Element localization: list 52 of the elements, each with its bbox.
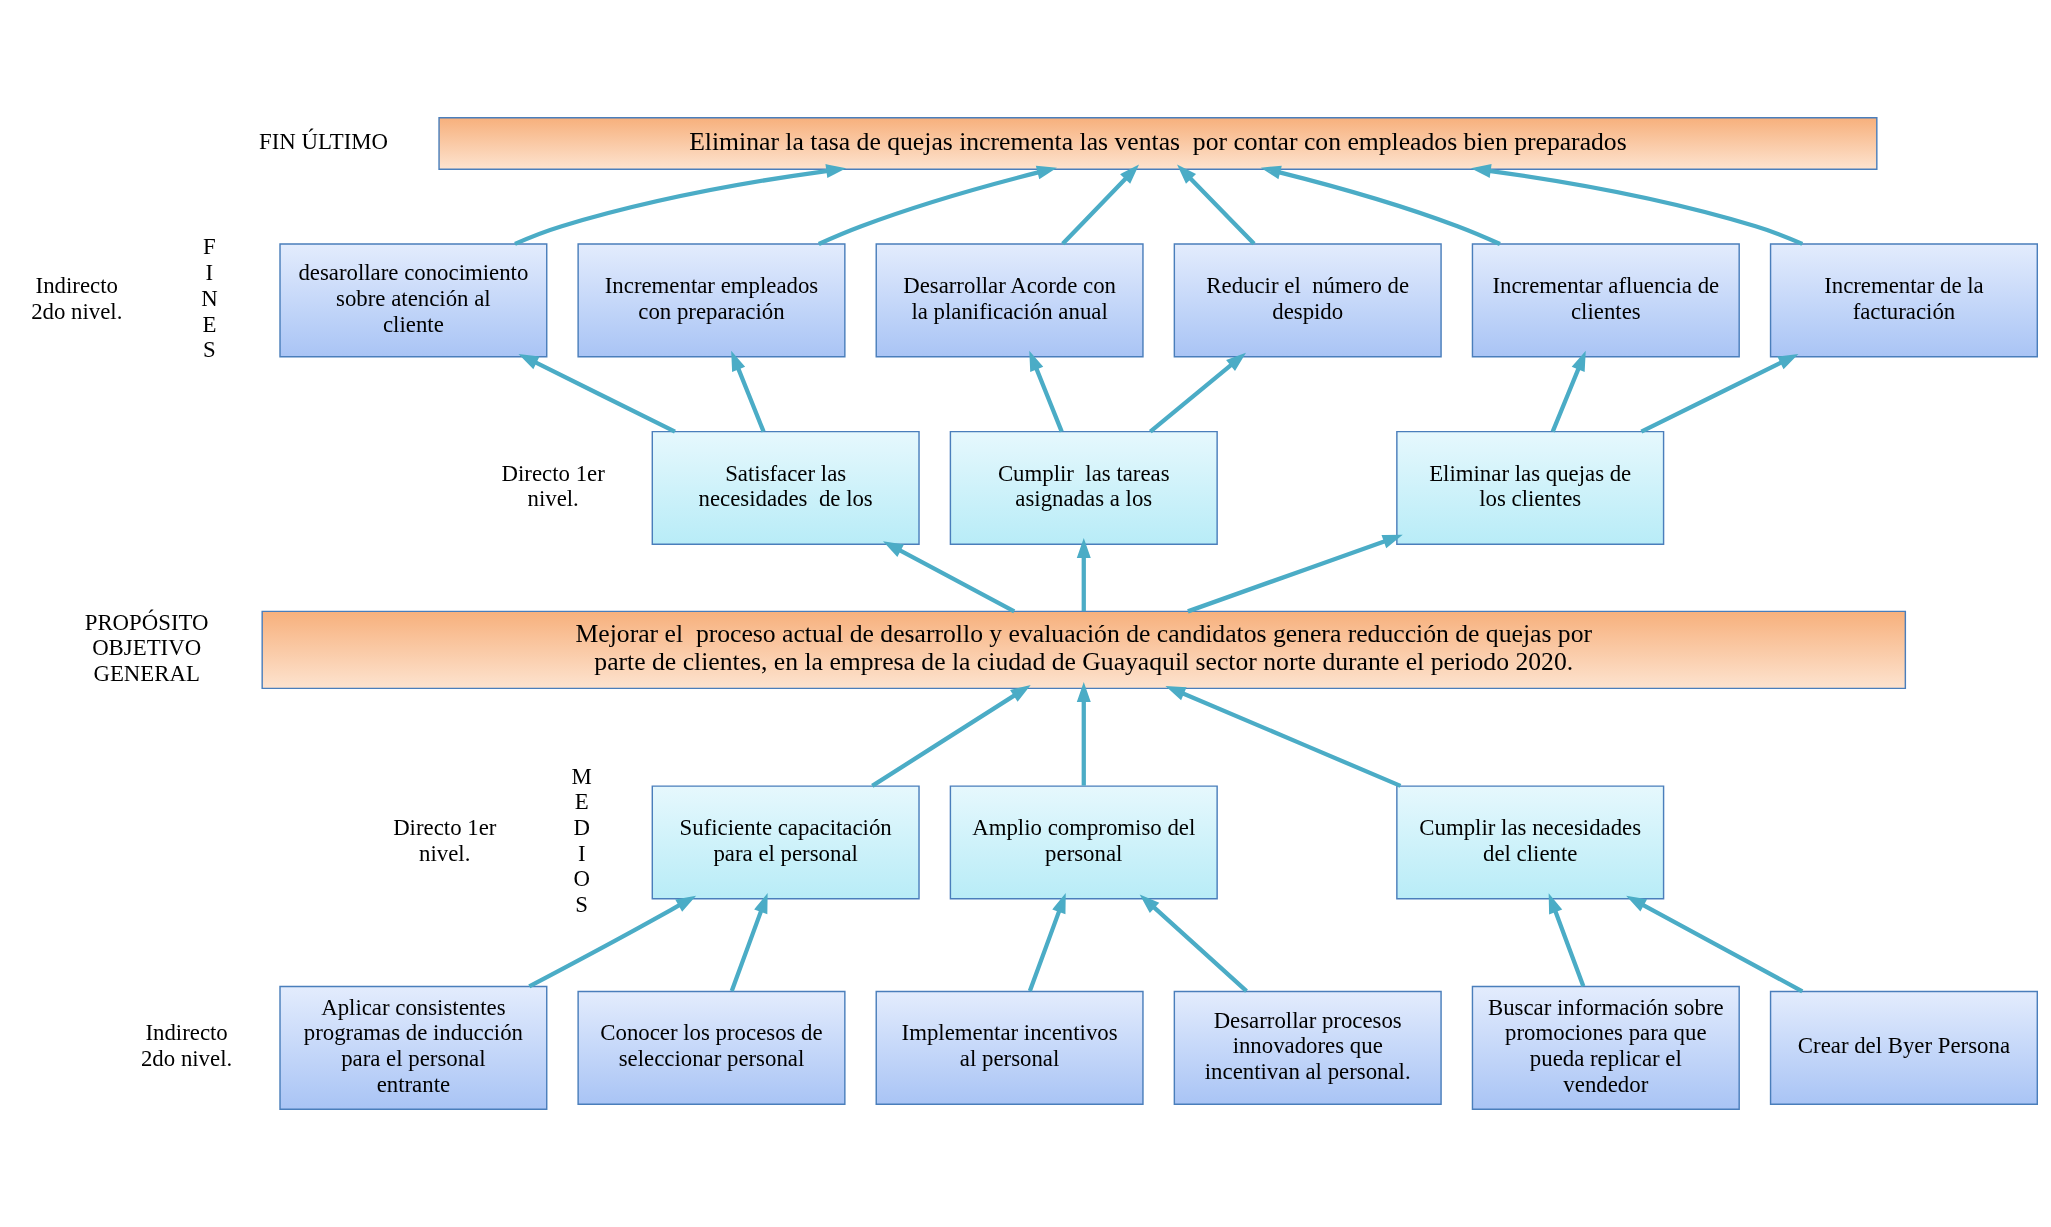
arrow <box>1176 164 1256 246</box>
arrow <box>1550 350 1586 433</box>
arrow <box>1028 350 1064 433</box>
node-box: Buscar información sobre promociones para que pueda replicar el vendedor <box>1471 985 1740 1110</box>
node-box: Eliminar la tasa de quejas incrementa las ventas por contar con empleados bien preparados <box>437 117 1878 170</box>
arrow <box>817 165 1057 246</box>
label: FIN ÚLTIMO <box>258 128 388 154</box>
label: Indirecto 2do nivel. <box>30 273 122 324</box>
arrow <box>517 354 676 434</box>
label: Directo 1er nivel. <box>501 460 605 512</box>
arrow <box>1060 164 1139 246</box>
node-box: Eliminar las quejas de los clientes <box>1395 430 1664 546</box>
node-box: Cumplir las tareas asignadas a los <box>949 430 1218 546</box>
node-box: Desarrollar procesos innovadores que incentivan al personal. <box>1173 990 1442 1105</box>
node-box: Amplio compromiso del personal <box>949 785 1218 900</box>
node-box: Incrementar empleados con preparación <box>576 243 846 358</box>
arrow <box>729 893 768 992</box>
arrow <box>1164 686 1401 788</box>
arrow <box>870 685 1031 788</box>
label: FINES <box>200 234 218 363</box>
arrow <box>730 350 766 433</box>
arrow <box>1470 164 1803 246</box>
arrow <box>1076 681 1091 786</box>
arrow <box>513 164 846 246</box>
arrow <box>1260 165 1501 246</box>
node-box: Implementar incentivos al personal <box>875 990 1144 1105</box>
node-box: Reducir el número de despido <box>1173 243 1442 358</box>
node-box: Suficiente capacitación para el personal <box>651 785 920 900</box>
label: Directo 1er nivel. <box>392 815 496 866</box>
node-box: Mejorar el proceso actual de desarrollo y evaluación de candidatos genera reducción de quejas por parte de clientes, en la empresa de la ciudad de Guayaquil sector norte durante el periodo 2020. <box>260 610 1906 690</box>
node-box: Aplicar consistentes programas de inducción para el personal entrante <box>278 985 547 1110</box>
arrow <box>1186 534 1403 614</box>
arrow <box>1625 895 1803 994</box>
arrow <box>1139 894 1248 993</box>
label: PROPÓSITO OBJETIVO GENERAL <box>84 609 209 686</box>
arrow <box>1148 352 1246 434</box>
arrow <box>1548 893 1585 987</box>
arrow <box>1027 893 1066 992</box>
node-box: Satisfacer las necesidades de los <box>651 430 920 546</box>
arrow <box>1639 354 1798 434</box>
node-box: desarollare conocimiento sobre atención al cliente <box>278 243 547 358</box>
arrow <box>527 895 696 989</box>
arrow <box>1076 538 1091 612</box>
node-box: Conocer los procesos de seleccionar personal <box>576 990 846 1105</box>
node-box: Cumplir las necesidades del cliente <box>1395 785 1664 900</box>
node-box: Desarrollar Acorde con la planificación anual <box>875 243 1144 358</box>
node-box: Incrementar afluencia de clientes <box>1471 243 1740 358</box>
node-box: Crear del Byer Persona <box>1769 990 2038 1105</box>
label: MEDIOS <box>571 763 592 918</box>
label: Indirecto 2do nivel. <box>140 1020 232 1072</box>
node-box: Incrementar de la facturación <box>1769 243 2038 358</box>
arrow <box>882 541 1015 614</box>
